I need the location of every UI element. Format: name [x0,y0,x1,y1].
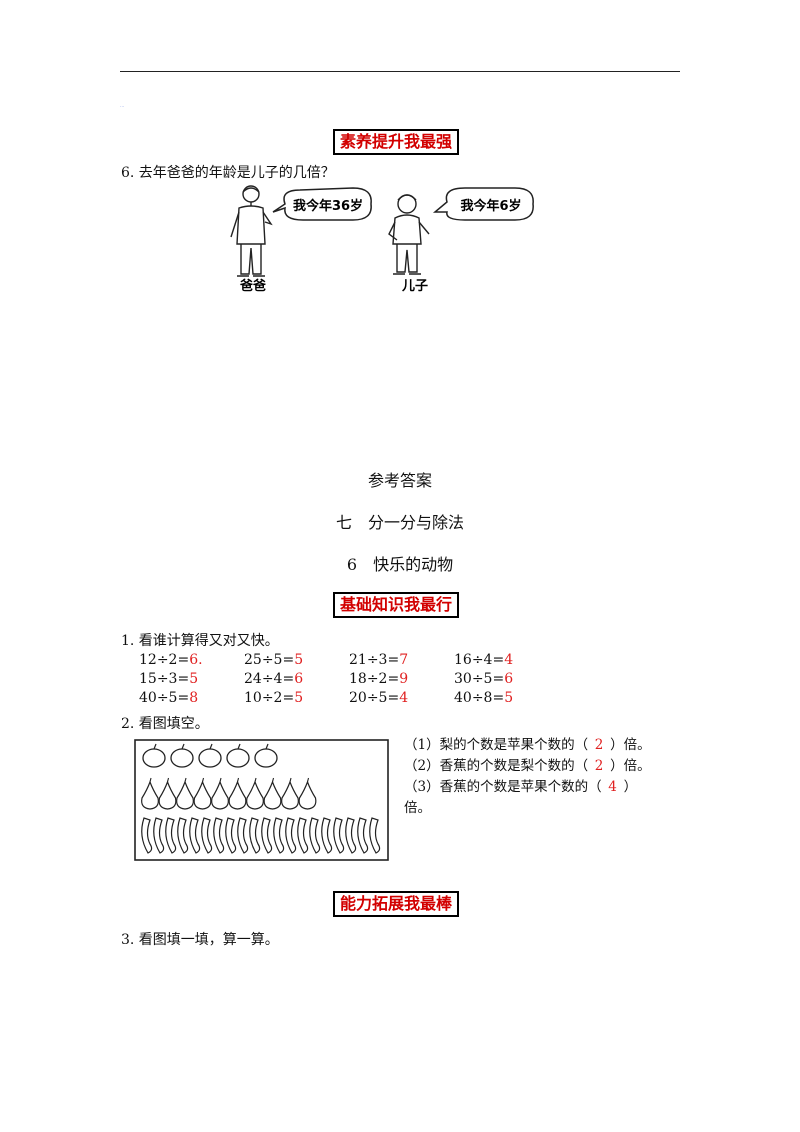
equation: 21÷3=7 [349,652,409,668]
son-figure [388,194,430,275]
apple-row [142,743,278,768]
section-badge-improve: 素养提升我最强 [333,129,460,155]
pear-icon [193,777,212,810]
dad-figure [230,185,273,277]
equation: 10÷2=5 [244,690,304,706]
q1-equation-grid: 12÷2=6. 25÷5=5 21÷3=7 16÷4=4 15÷3=5 24÷4… [139,652,559,709]
banana-icon [285,817,297,854]
fruit-picture [134,739,389,861]
banana-icon [153,817,165,854]
banana-icon [177,817,189,854]
father-son-illustration: 我今年36岁 爸爸 我今年6岁 儿子 [230,185,534,294]
equation-row: 15÷3=5 24÷4=6 18÷2=9 30÷5=6 [139,671,559,690]
q2-fill-item-3-tail: 倍。 [404,800,431,816]
apple-icon [226,743,250,768]
banana-icon [369,817,381,854]
pear-icon [176,777,194,810]
equation-row: 12÷2=6. 25÷5=5 21÷3=7 16÷4=4 [139,652,559,671]
question-2-text: 2. 看图填空。 [121,716,209,732]
header-link[interactable]: ... [120,103,125,108]
equation: 40÷8=5 [454,690,514,706]
pear-icon [298,777,317,810]
banana-icon [345,817,357,854]
banana-icon [201,817,213,854]
equation: 15÷3=5 [139,671,199,687]
son-label: 儿子 [401,279,428,294]
pear-icon [246,777,264,810]
son-speech-text: 我今年6岁 [460,198,521,214]
section-badge-basic: 基础知识我最行 [333,592,460,618]
question-6-text: 6. 去年爸爸的年龄是儿子的几倍？ [121,165,335,181]
banana-icon [237,817,249,854]
son-speech-bubble: 我今年6岁 [432,187,534,221]
dad-speech-text: 我今年36岁 [293,198,363,214]
banana-icon [333,817,345,854]
apple-icon [198,743,222,768]
dad-speech-bubble: 我今年36岁 [272,187,372,221]
dad-label: 爸爸 [239,278,266,294]
answers-title: 参考答案 [367,471,432,490]
banana-icon [189,817,201,854]
pear-icon [141,777,159,810]
equation: 30÷5=6 [454,671,514,687]
equation: 40÷5=8 [139,690,199,706]
q2-fill-item-2: （2）香蕉的个数是梨个数的（2）倍。 [404,758,651,774]
chapter-title: 七 分一分与除法 [335,513,464,532]
equation: 20÷5=4 [349,690,409,706]
equation: 25÷5=5 [244,652,304,668]
banana-icon [225,817,237,854]
apple-icon [142,743,166,768]
equation: 12÷2=6. [139,652,203,668]
banana-row [141,817,381,854]
banana-icon [249,817,261,854]
banana-icon [297,817,309,854]
q2-fill-item-1: （1）梨的个数是苹果个数的（2）倍。 [404,737,651,753]
banana-icon [213,817,225,854]
pear-row [141,777,317,810]
question-3-text: 3. 看图填一填，算一算。 [121,932,279,948]
section-badge-extend: 能力拓展我最棒 [333,891,460,917]
banana-icon [357,817,369,854]
banana-icon [321,817,333,854]
header-rule [120,71,680,72]
apple-icon [170,743,194,768]
banana-icon [261,817,273,854]
q2-fill-item-3: （3）香蕉的个数是苹果个数的（4） [404,779,638,795]
pear-icon [211,777,229,810]
equation: 24÷4=6 [244,671,304,687]
pear-icon [281,777,299,810]
apple-icon [254,743,278,768]
question-1-text: 1. 看谁计算得又对又快。 [121,633,279,649]
banana-icon [165,817,177,854]
equation: 16÷4=4 [454,652,514,668]
lesson-title: 6 快乐的动物 [346,555,454,574]
pear-icon [263,777,282,810]
banana-icon [309,817,321,854]
banana-icon [273,817,285,854]
equation-row: 40÷5=8 10÷2=5 20÷5=4 40÷8=5 [139,690,559,709]
equation: 18÷2=9 [349,671,409,687]
pear-icon [158,777,177,810]
pear-icon [228,777,247,810]
banana-icon [141,817,153,854]
